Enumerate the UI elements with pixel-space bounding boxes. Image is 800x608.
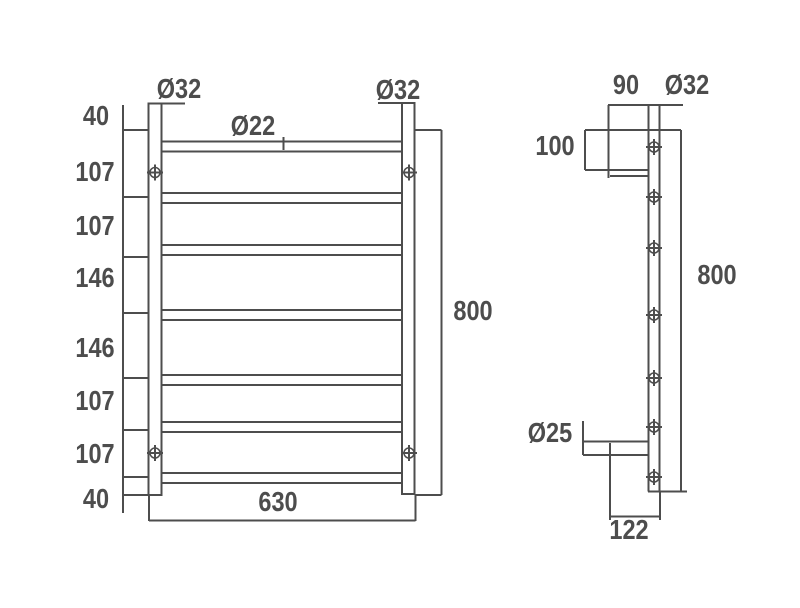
front-crossbars: [160, 140, 403, 484]
front-left-rail: [147, 102, 185, 496]
side-base-depth-label: 122: [609, 514, 649, 545]
front-width-label: 630: [258, 486, 298, 517]
front-dim-40-bottom: 40: [82, 483, 110, 514]
front-height-dimension: [415, 129, 443, 496]
front-dim-146-2: 146: [75, 332, 115, 363]
side-wall-bracket: [584, 129, 681, 177]
side-pipe: [582, 421, 648, 456]
front-rail-dia-left-label: Ø32: [156, 73, 202, 104]
side-pipe-dia-label: Ø25: [527, 417, 573, 448]
front-dim-107-3: 107: [75, 385, 115, 416]
front-rail-dia-right-label: Ø32: [375, 74, 421, 105]
front-screws: [146, 163, 418, 462]
side-base-dimension: [609, 443, 661, 520]
front-dim-107-2: 107: [75, 210, 115, 241]
front-height-label: 800: [453, 295, 493, 326]
front-dim-107-1: 107: [75, 156, 115, 187]
side-height-label: 800: [697, 259, 737, 290]
front-view: [122, 102, 443, 522]
front-bar-dia-label: Ø22: [230, 110, 276, 141]
side-bracket-label: 100: [535, 130, 575, 161]
side-rail-dia-label: Ø32: [664, 69, 710, 100]
front-dim-40-top: 40: [82, 100, 110, 131]
front-width-dimension: [148, 495, 417, 522]
front-dim-107-4: 107: [75, 438, 115, 469]
front-left-dimension-line: [122, 105, 149, 513]
side-depth-label: 90: [612, 69, 640, 100]
front-right-rail: [378, 102, 416, 495]
front-dim-146-1: 146: [75, 262, 115, 293]
side-view: [582, 104, 687, 520]
